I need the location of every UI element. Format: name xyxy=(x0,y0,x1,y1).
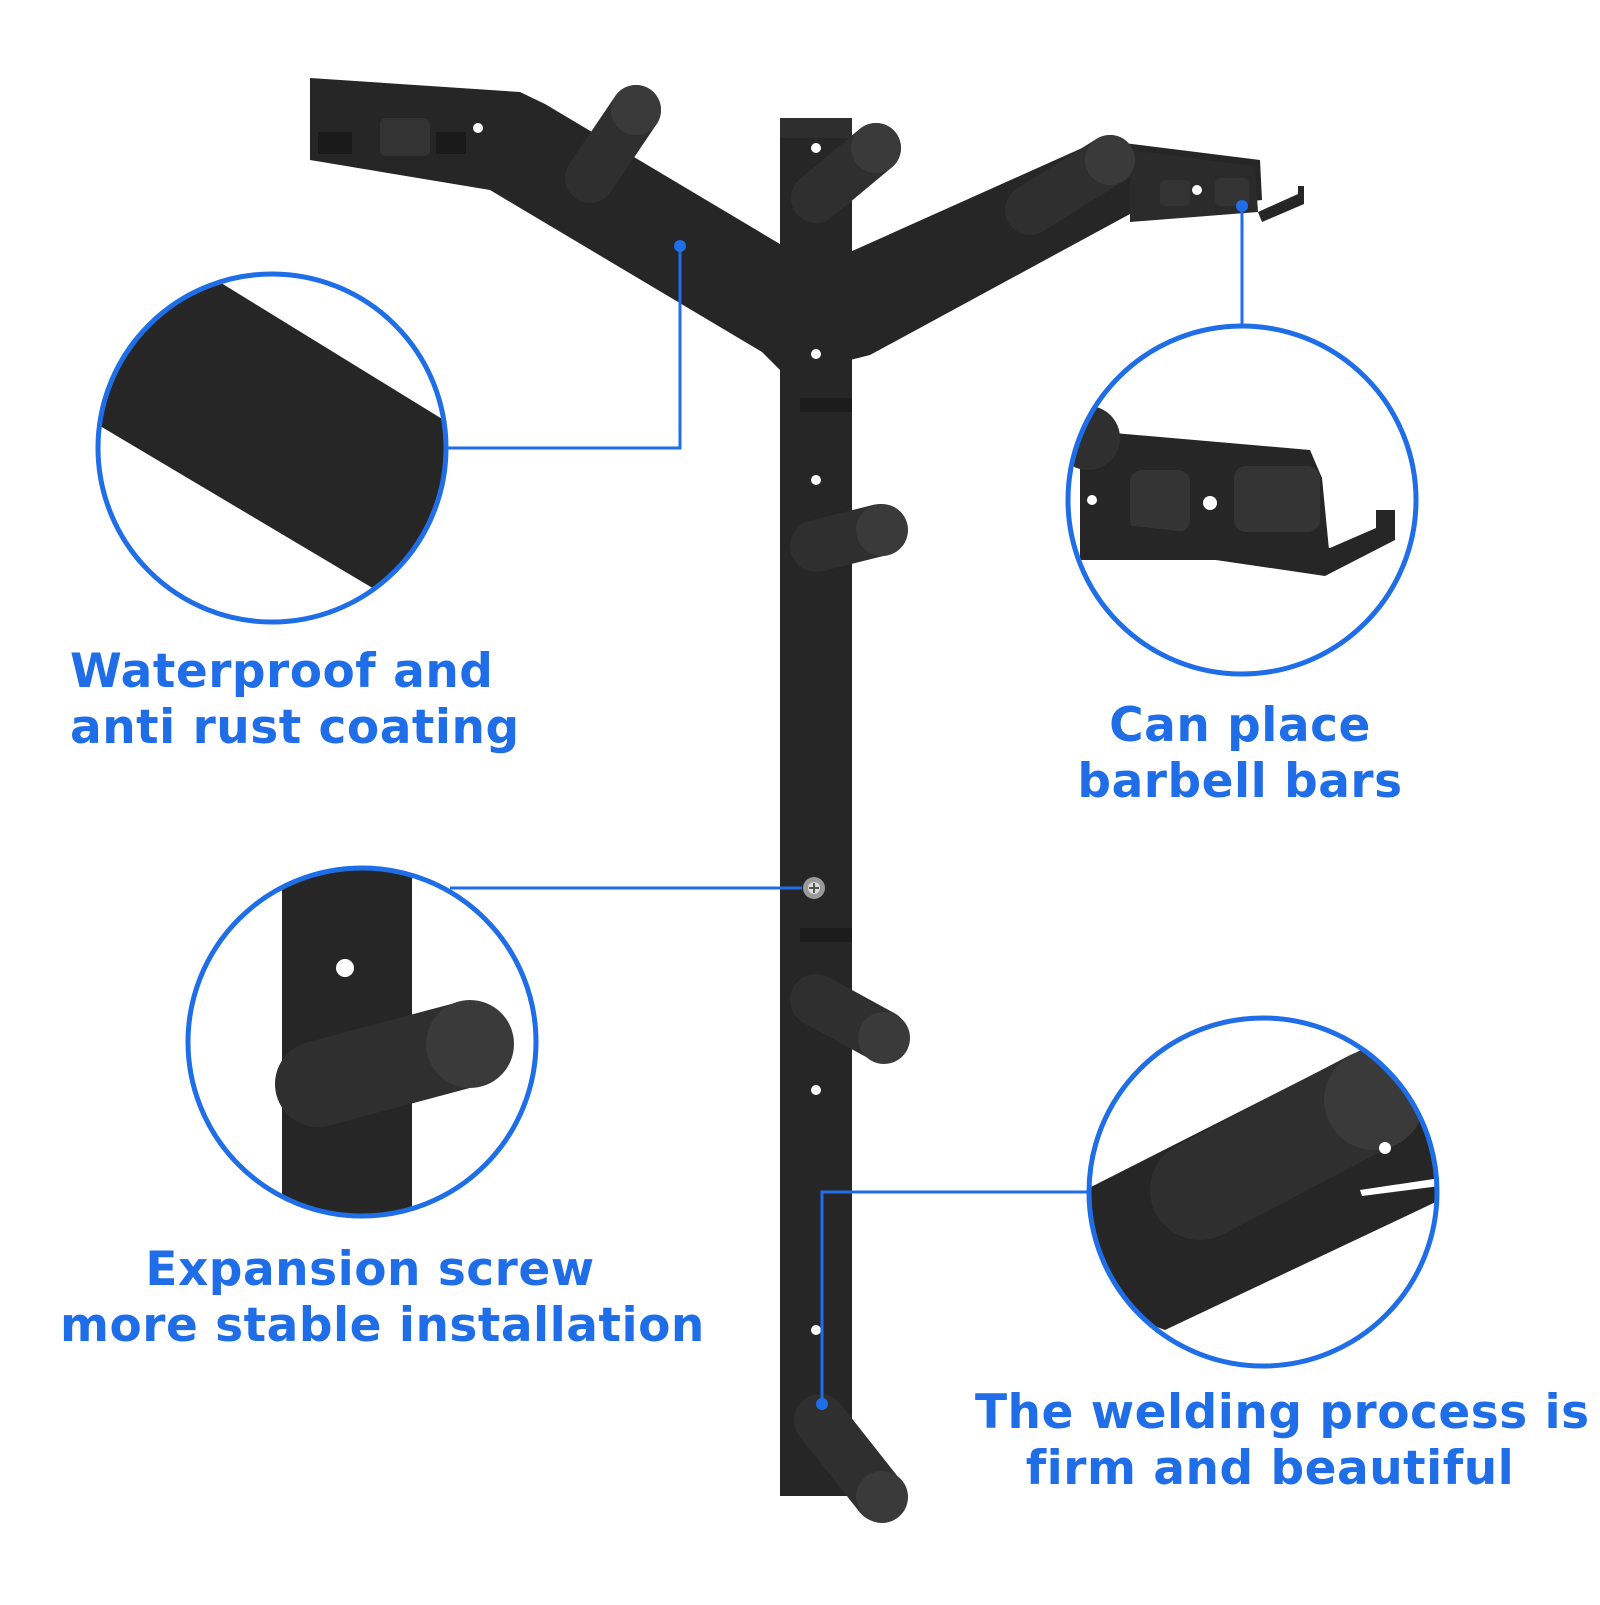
detail-circle-welding xyxy=(1086,1015,1440,1369)
caption-coating-line1: Waterproof and xyxy=(70,644,494,699)
peg-left-arm xyxy=(565,85,661,203)
caption-barbell: Can place barbell bars xyxy=(1040,698,1440,810)
peg-mid-2 xyxy=(790,974,910,1064)
detail-circle-coating xyxy=(95,271,449,625)
caption-barbell-line1: Can place xyxy=(1109,698,1371,753)
left-arm xyxy=(310,78,790,380)
caption-coating-line2: anti rust coating xyxy=(70,700,520,755)
caption-welding-line1: The welding process is xyxy=(975,1385,1590,1440)
expansion-screw-icon xyxy=(803,877,825,899)
detail-circle-screw xyxy=(185,865,539,1219)
detail-circle-barbell xyxy=(1065,323,1419,677)
caption-coating: Waterproof and anti rust coating xyxy=(70,644,520,756)
vertical-post xyxy=(780,118,852,1496)
caption-screw-line2: more stable installation xyxy=(60,1298,705,1353)
right-bracket xyxy=(1130,150,1304,222)
peg-bottom xyxy=(794,1394,908,1523)
left-bracket xyxy=(318,118,483,156)
caption-screw: Expansion screw more stable installation xyxy=(60,1242,705,1354)
wall-rack xyxy=(310,78,1304,1523)
peg-top xyxy=(791,123,901,223)
leader-dots xyxy=(674,200,1248,1410)
peg-right-arm xyxy=(1005,135,1135,235)
peg-mid-1 xyxy=(790,504,908,572)
caption-welding: The welding process is firm and beautifu… xyxy=(975,1385,1590,1497)
caption-screw-line1: Expansion screw xyxy=(145,1242,595,1297)
caption-barbell-line2: barbell bars xyxy=(1077,754,1403,809)
caption-welding-line2: firm and beautiful xyxy=(1025,1441,1515,1496)
leader-lines xyxy=(446,206,1244,1404)
storage-pegs xyxy=(565,85,1135,1523)
